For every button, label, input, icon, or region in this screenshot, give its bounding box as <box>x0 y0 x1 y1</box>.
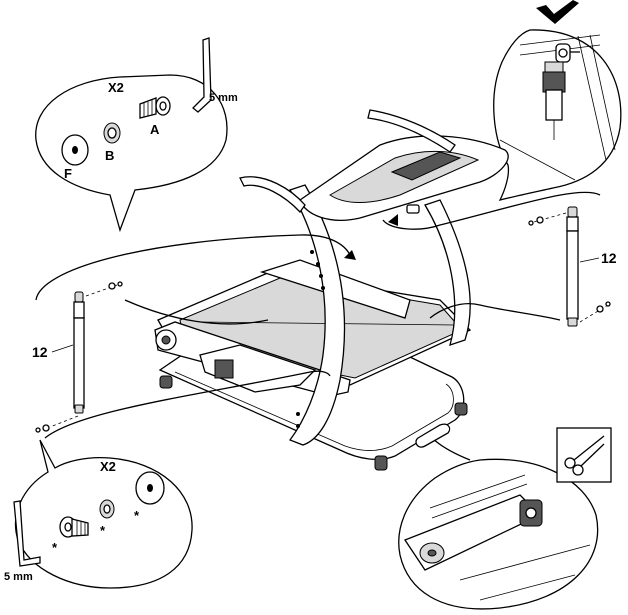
label-b: B <box>105 148 114 163</box>
bottom-left-callout: X2 5 mm * * * <box>4 440 192 588</box>
wrench-size-label-top: 5 mm <box>209 92 238 104</box>
detail-view-strut-top <box>500 35 615 180</box>
checkmark-icon <box>536 0 579 24</box>
foot-left <box>160 376 172 388</box>
mark-bolt: * <box>52 540 58 555</box>
part-number-right: 12 <box>601 250 617 266</box>
bolt <box>60 517 88 537</box>
bottom-right-callout <box>399 420 611 609</box>
top-left-callout: X2 5 mm A B F <box>36 38 238 230</box>
mark-lock-washer: * <box>100 523 106 538</box>
motor-block <box>215 360 233 378</box>
label-f: F <box>64 166 72 181</box>
mark-flat-washer: * <box>134 508 140 523</box>
part-number-left: 12 <box>32 344 48 360</box>
label-a: A <box>150 122 160 137</box>
console-fastener <box>407 205 419 213</box>
top-right-callout <box>494 30 621 200</box>
foot-front <box>375 456 387 470</box>
detail-view-belt-end <box>405 475 590 600</box>
wrench-size-label-bottom: 5 mm <box>4 571 33 583</box>
flat-washer <box>136 472 164 504</box>
hex-key-icon <box>14 501 40 566</box>
quantity-label-bottom: X2 <box>100 459 116 474</box>
lock-washer-b <box>104 123 120 143</box>
quantity-label-top: X2 <box>108 80 124 95</box>
lock-washer <box>100 500 114 518</box>
treadmill-unit <box>36 110 600 470</box>
bolt-a <box>140 97 170 118</box>
left-strut <box>36 282 122 432</box>
right-strut <box>529 207 610 326</box>
foot-right <box>455 403 467 415</box>
flat-washer-f <box>62 135 88 165</box>
